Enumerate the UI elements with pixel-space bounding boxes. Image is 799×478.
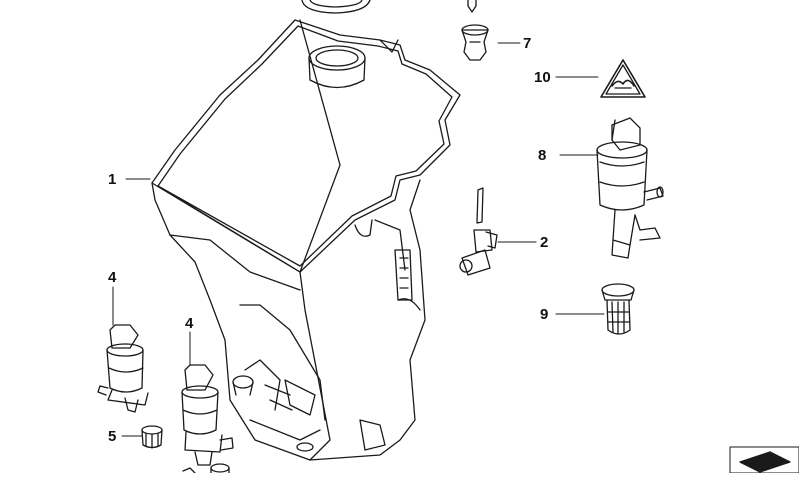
cap-partial xyxy=(301,0,371,14)
callout-4a: 4 xyxy=(108,269,117,286)
callout-4b: 4 xyxy=(185,315,194,332)
warning-label xyxy=(600,59,646,98)
parts-symbol-icon xyxy=(729,446,799,474)
leader-lines xyxy=(112,42,605,437)
grommet-partial xyxy=(182,463,230,474)
grommet-small xyxy=(141,425,163,449)
callout-7: 7 xyxy=(523,35,532,52)
callout-9: 9 xyxy=(540,306,549,323)
filter-strainer xyxy=(601,283,635,335)
washer-pump-right xyxy=(181,364,234,466)
headlight-pump xyxy=(596,117,664,259)
callout-8: 8 xyxy=(538,147,547,164)
washer-pump-left xyxy=(97,324,149,413)
callout-10: 10 xyxy=(534,69,551,86)
grommet xyxy=(461,24,489,61)
level-sensor xyxy=(459,187,498,276)
callout-1: 1 xyxy=(108,171,117,188)
callout-2: 2 xyxy=(540,234,549,251)
screw-partial xyxy=(467,0,477,13)
washer-reservoir xyxy=(151,19,461,461)
callout-5: 5 xyxy=(108,428,117,445)
